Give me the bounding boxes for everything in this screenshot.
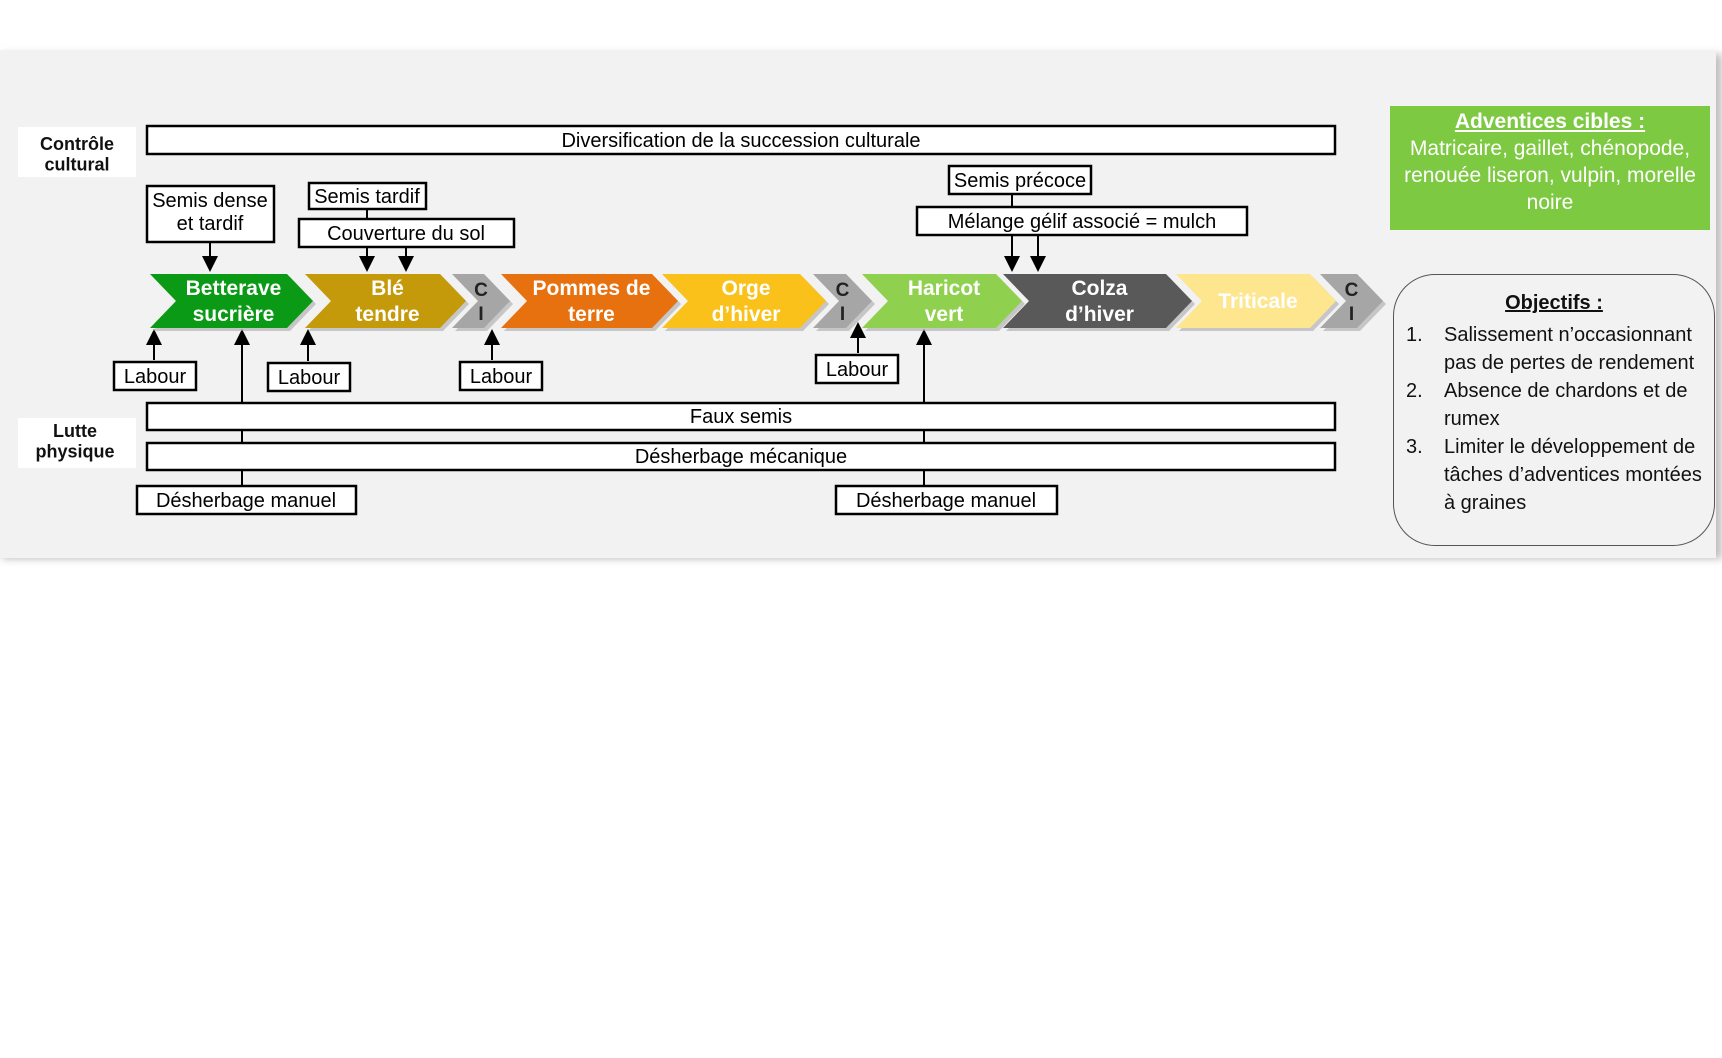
target-weeds-box: Adventices cibles : Matricaire, gaillet,… [1390,106,1710,230]
crop-8: Triticale [1176,274,1339,331]
objectives-box: Objectifs : 1. Salissement n’occasionnan… [1393,274,1715,546]
crop-chevron [501,274,678,328]
crop-chevron [305,274,466,328]
semis-tardif-label: Semis tardif [314,186,420,208]
target-weeds-text: Matricaire, gaillet, chénopode, renouée … [1404,137,1696,214]
objectives-title: Objectifs : [1505,292,1603,314]
crop-chevron [150,274,313,328]
labour-label-4: Labour [826,359,889,381]
semis-precoce-box [947,164,1093,196]
desherbage-mecanique-bar [145,441,1337,472]
melange-box [915,205,1249,237]
crop-chevron [1320,274,1383,328]
objective-item: 2. Absence de chardons et de rumex [1406,377,1702,433]
row-label-bg-physical [18,418,136,468]
faux-semis-label: Faux semis [690,406,792,428]
crop-chevron [662,274,826,328]
couverture-box [297,217,516,249]
semis-tardif-box [307,181,428,211]
objective-text: Absence de chardons et de rumex [1444,380,1688,430]
objective-number: 1. [1406,324,1423,346]
labour-box-3 [458,360,544,392]
crop-chevron [862,274,1022,328]
cultural-control-boxes: Diversification de la succession cultura… [145,124,1337,249]
labour-label-2: Labour [278,367,341,389]
desherbage-manuel-label-2: Désherbage manuel [856,490,1036,512]
objective-item: 1. Salissement n’occasionnant pas de per… [1406,321,1702,377]
labour-box-4 [814,353,900,385]
physical-control-bars: Faux semis Désherbage mécanique Désherba… [135,401,1337,516]
faux-semis-bar [145,401,1337,432]
objective-text: Salissement n’occasionnant pas de pertes… [1444,324,1695,374]
target-weeds-title: Adventices cibles : [1454,110,1646,133]
semis-precoce-label: Semis précoce [954,170,1086,192]
melange-label: Mélange gélif associé = mulch [948,211,1216,233]
couverture-label: Couverture du sol [327,223,485,245]
diversification-label: Diversification de la succession cultura… [561,130,920,152]
labour-label-3: Labour [470,366,533,388]
crop-chevron [813,274,872,328]
row-label-bg-cultural [18,127,136,177]
desherbage-mecanique-label: Désherbage mécanique [635,446,847,468]
labour-boxes: Labour Labour Labour Labour [112,353,900,393]
desherbage-manuel-label-1: Désherbage manuel [156,490,336,512]
desherbage-manuel-box-2 [834,484,1059,516]
semis-dense-box [145,184,276,244]
crop-label: Triticale [1218,290,1297,313]
objective-number: 2. [1406,380,1423,402]
objective-number: 3. [1406,436,1423,458]
diversification-bar [145,124,1337,156]
labour-label-1: Labour [124,366,187,388]
crop-chevron [452,274,510,328]
desherbage-manuel-box-1 [135,484,358,516]
crop-chevron [1176,274,1336,328]
labour-box-1 [112,360,198,392]
objective-item: 3. Limiter le développement de tâches d’… [1406,433,1702,517]
labour-box-2 [266,361,352,393]
crop-chevron [1003,274,1192,328]
objective-text: Limiter le développement de tâches d’adv… [1444,436,1702,514]
